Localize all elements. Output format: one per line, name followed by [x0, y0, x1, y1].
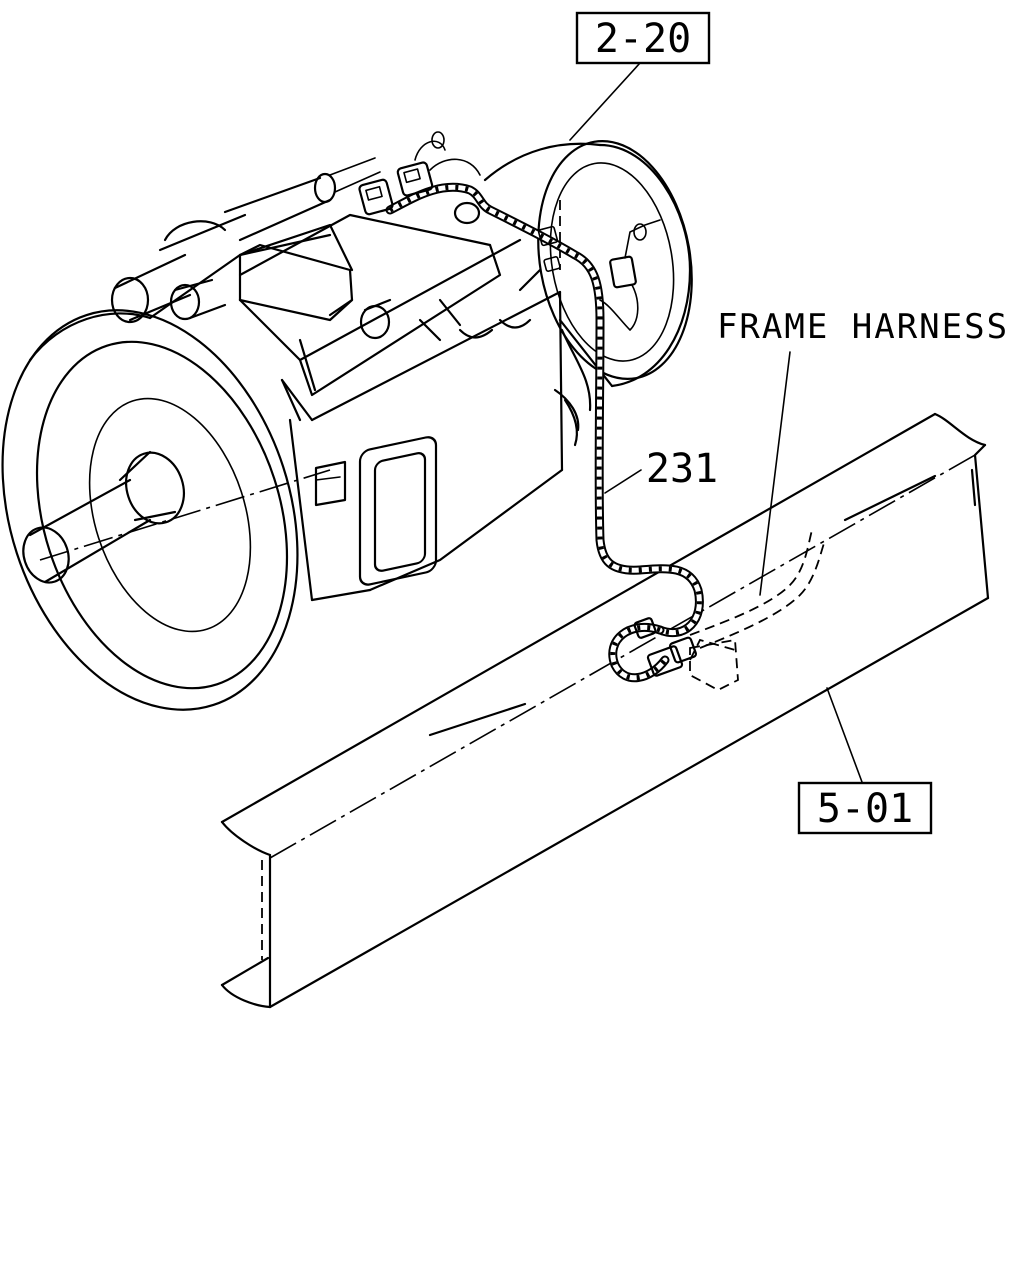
frame-rail: [220, 412, 990, 1009]
frame-harness-label: FRAME HARNESS: [717, 307, 1009, 347]
frame-harness-dashed: [689, 529, 826, 649]
part-number-label: 231: [646, 446, 718, 492]
wire-harness: [358, 131, 739, 692]
ref-label-upper: 2-20: [595, 16, 691, 62]
leader-lines: [569, 62, 863, 783]
ref-box-lower[interactable]: 5-01: [797, 781, 933, 835]
ref-box-upper[interactable]: 2-20: [575, 11, 711, 65]
transmission-body: [1, 140, 693, 711]
ref-label-lower: 5-01: [817, 786, 913, 832]
